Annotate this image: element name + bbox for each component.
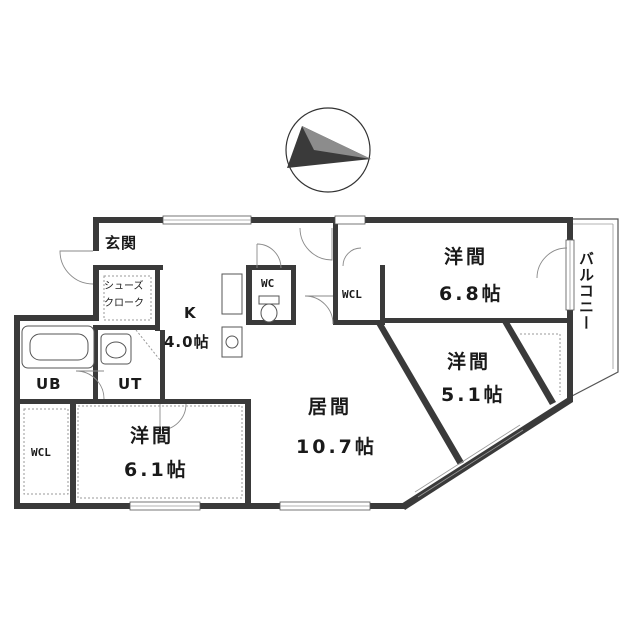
utility-label: UT: [118, 375, 142, 393]
room-wcl-hall: WCL: [342, 288, 362, 301]
toilet-label: WC: [261, 277, 274, 290]
living-label: 居間: [308, 396, 352, 418]
shoe-closet-label-line1: シューズ: [104, 279, 144, 292]
room-kitchen: K 4.0帖: [164, 304, 210, 351]
room-western-61: 洋間 6.1帖: [124, 424, 189, 481]
room-shoe-closet: シューズ クローク: [104, 279, 144, 309]
western-61-size: 6.1帖: [124, 458, 189, 481]
room-entrance: 玄関: [105, 234, 137, 252]
wcl-hall-label: WCL: [342, 288, 362, 301]
balcony: バルコニー: [577, 251, 595, 331]
balcony-outline: [571, 218, 619, 397]
walls: [14, 217, 573, 510]
western-68-label: 洋間: [444, 245, 488, 268]
room-western-51: 洋間 5.1帖: [441, 350, 506, 406]
western-51-label: 洋間: [447, 350, 491, 373]
north-arrow-icon: [285, 107, 371, 193]
room-utility: UT: [118, 375, 142, 393]
room-living: 居間 10.7帖: [296, 396, 377, 458]
kitchen-label: K: [184, 304, 197, 322]
room-bath: UB: [36, 375, 62, 393]
western-68-size: 6.8帖: [439, 282, 504, 305]
balcony-label: バルコニー: [577, 251, 595, 331]
kitchen-size: 4.0帖: [164, 333, 210, 351]
living-size: 10.7帖: [296, 435, 377, 458]
room-entrance-label: 玄関: [105, 234, 137, 252]
western-61-label: 洋間: [130, 424, 174, 447]
room-toilet: WC: [261, 277, 274, 290]
fixtures: [21, 273, 280, 369]
wcl-west-label: WCL: [31, 446, 51, 459]
closet-hatching: [23, 275, 561, 499]
western-51-size: 5.1帖: [441, 383, 506, 406]
doors: [59, 227, 568, 431]
room-western-68: 洋間 6.8帖: [439, 245, 504, 305]
shoe-closet-label-line2: クローク: [104, 297, 144, 309]
bath-label: UB: [36, 375, 62, 393]
room-wcl-west: WCL: [31, 446, 51, 459]
windows: [129, 215, 575, 511]
